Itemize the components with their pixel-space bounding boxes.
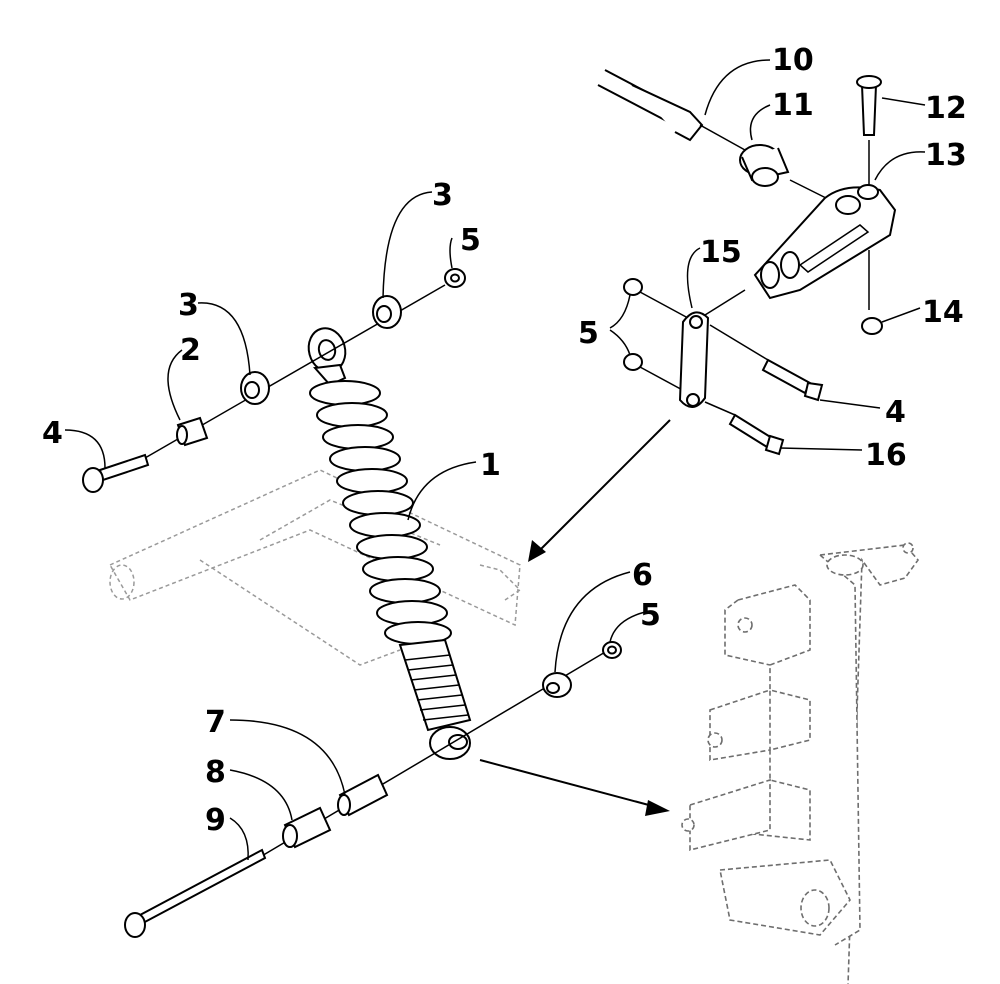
callouts: 10 11 12 13 3 5 15 3 2 5 14 4 4 16 1 6 5… bbox=[42, 43, 967, 838]
callout-13: 13 bbox=[925, 138, 967, 173]
callout-8: 8 bbox=[205, 755, 226, 790]
a-arm-ghost bbox=[108, 469, 522, 666]
callout-3-upper: 3 bbox=[432, 178, 453, 213]
callout-2: 2 bbox=[180, 333, 201, 368]
upper-mount-hardware bbox=[82, 268, 466, 493]
callout-6: 6 bbox=[632, 558, 653, 593]
sway-bar-linkage bbox=[597, 69, 897, 456]
callout-9: 9 bbox=[205, 803, 226, 838]
callout-4-right: 4 bbox=[885, 395, 906, 430]
shock-absorber bbox=[307, 327, 472, 760]
callout-15: 15 bbox=[700, 235, 742, 270]
callout-11: 11 bbox=[772, 88, 814, 123]
callout-4-left: 4 bbox=[42, 416, 63, 451]
callout-16: 16 bbox=[865, 438, 907, 473]
callout-10: 10 bbox=[772, 43, 814, 78]
callout-12: 12 bbox=[925, 91, 967, 126]
callout-5-upper: 5 bbox=[460, 223, 481, 258]
leader-lines bbox=[64, 59, 926, 861]
callout-14: 14 bbox=[922, 295, 964, 330]
callout-1: 1 bbox=[480, 448, 501, 483]
assembly-arrows bbox=[479, 419, 671, 816]
callout-7: 7 bbox=[205, 705, 226, 740]
callout-5-linkage: 5 bbox=[578, 316, 599, 351]
lower-mount-hardware bbox=[124, 641, 622, 938]
callout-5-lower: 5 bbox=[640, 598, 661, 633]
spindle-ghost bbox=[681, 542, 920, 984]
callout-3-left: 3 bbox=[178, 288, 199, 323]
